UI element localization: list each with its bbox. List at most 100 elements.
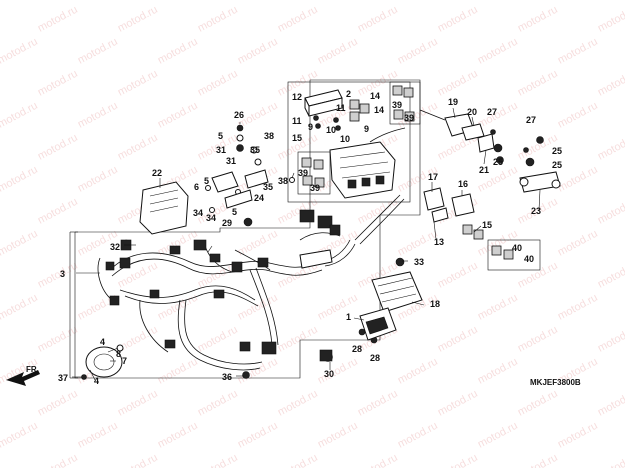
watermark-text: motod.ru (436, 452, 480, 468)
watermark-text: motod.ru (156, 36, 200, 67)
callout-15-a: 15 (292, 133, 302, 143)
callout-10-a: 10 (326, 125, 336, 135)
watermark-text: motod.ru (476, 356, 520, 387)
callout-20: 20 (467, 107, 477, 117)
callout-38-b: 38 (278, 176, 288, 186)
watermark-text: motod.ru (436, 260, 480, 291)
watermark-text: motod.ru (356, 388, 400, 419)
watermark-text: motod.ru (0, 164, 40, 195)
watermark-text: motod.ru (396, 420, 440, 451)
watermark-text: motod.ru (0, 36, 40, 67)
watermark-text: motod.ru (36, 388, 80, 419)
callout-15-b: 15 (482, 220, 492, 230)
watermark-text: motod.ru (476, 292, 520, 323)
callout-34-a: 34 (193, 208, 203, 218)
callout-37: 37 (58, 373, 68, 383)
watermark-text: motod.ru (116, 4, 160, 35)
watermark-text: motod.ru (596, 4, 625, 35)
watermark-text: motod.ru (516, 260, 560, 291)
watermark-text: motod.ru (0, 420, 40, 451)
watermark-text: motod.ru (396, 0, 440, 3)
watermark-text: motod.ru (0, 292, 40, 323)
callout-14-b: 14 (374, 105, 384, 115)
watermark-text: motod.ru (36, 260, 80, 291)
watermark-text: motod.ru (516, 388, 560, 419)
watermark-text: motod.ru (516, 324, 560, 355)
watermark-text: motod.ru (36, 132, 80, 163)
watermark-text: motod.ru (276, 4, 320, 35)
watermark-text: motod.ru (476, 420, 520, 451)
callout-11-b: 11 (336, 103, 346, 113)
group-box-39 (389, 81, 421, 125)
callout-25-c: 25 (552, 160, 562, 170)
watermark-text: motod.ru (156, 420, 200, 451)
watermark-text: motod.ru (76, 420, 120, 451)
watermark-text: motod.ru (276, 388, 320, 419)
sensor-connectors-19-21 (419, 109, 495, 153)
watermark-text: motod.ru (476, 100, 520, 131)
callout-17: 17 (428, 172, 438, 182)
callout-34-b: 34 (206, 213, 216, 223)
callout-39-c: 39 (298, 168, 308, 178)
watermark-text: motod.ru (76, 164, 120, 195)
callout-40-b: 40 (524, 254, 534, 264)
watermark-text: motod.ru (36, 68, 80, 99)
watermark-text: motod.ru (596, 196, 625, 227)
watermark-text: motod.ru (196, 324, 240, 355)
callout-32: 32 (110, 242, 120, 252)
callout-7: 7 (122, 356, 127, 366)
callout-31-b: 31 (226, 156, 236, 166)
callout-9-a: 9 (308, 122, 313, 132)
fuse-box-assembly (329, 127, 406, 199)
watermark-text: motod.ru (316, 292, 360, 323)
callout-39-b: 39 (404, 113, 414, 123)
diagram-code: MKJEF3800B (530, 378, 581, 387)
callout-12: 12 (292, 92, 302, 102)
fuse-cubes (301, 85, 514, 260)
watermark-text: motod.ru (356, 452, 400, 468)
watermark-text: motod.ru (36, 452, 80, 468)
watermark-text: motod.ru (596, 68, 625, 99)
watermark-text: motod.ru (436, 388, 480, 419)
watermark-text: motod.ru (156, 356, 200, 387)
callout-39-a: 39 (392, 100, 402, 110)
watermark-text: motod.ru (316, 0, 360, 3)
callout-39-d: 39 (310, 183, 320, 193)
front-arrow: FR. (6, 365, 40, 386)
callout-10-b: 10 (340, 134, 350, 144)
watermark-text: motod.ru (556, 164, 600, 195)
callout-4-b: 4 (94, 376, 99, 386)
callout-24: 24 (254, 193, 264, 203)
watermark-text: motod.ru (196, 4, 240, 35)
watermark-text: motod.ru (0, 100, 40, 131)
callout-4-a: 4 (100, 337, 105, 347)
watermark-text: motod.ru (196, 452, 240, 468)
watermark-text: motod.ru (516, 4, 560, 35)
callout-19: 19 (448, 97, 458, 107)
watermark-text: motod.ru (76, 0, 120, 3)
callout-18: 18 (430, 299, 440, 309)
watermark-text: motod.ru (436, 4, 480, 35)
callout-3: 3 (60, 269, 65, 279)
watermark-text: motod.ru (516, 452, 560, 468)
watermark-text: motod.ru (116, 452, 160, 468)
watermark-text: motod.ru (596, 260, 625, 291)
watermark-text: motod.ru (0, 228, 40, 259)
callout-38-a: 38 (264, 131, 274, 141)
watermark-text: motod.ru (436, 68, 480, 99)
callout-labels: 1 2 3 4 4 5 5 5 6 7 8 9 9 10 10 11 11 12… (58, 89, 562, 386)
watermark-text: motod.ru (356, 4, 400, 35)
watermark-text: motod.ru (116, 388, 160, 419)
callout-13: 13 (434, 237, 444, 247)
watermark-text: motod.ru (556, 228, 600, 259)
callout-5-c: 5 (232, 207, 237, 217)
watermark-text: motod.ru (236, 420, 280, 451)
callout-8: 8 (116, 349, 121, 359)
callout-25-b: 25 (552, 146, 562, 156)
watermark-text: motod.ru (116, 68, 160, 99)
watermark-text: motod.ru (556, 0, 600, 3)
watermark-text: motod.ru (76, 100, 120, 131)
group-box-fuse (287, 81, 411, 203)
watermark-text: motod.ru (0, 0, 40, 3)
ecu-unit (139, 181, 189, 235)
